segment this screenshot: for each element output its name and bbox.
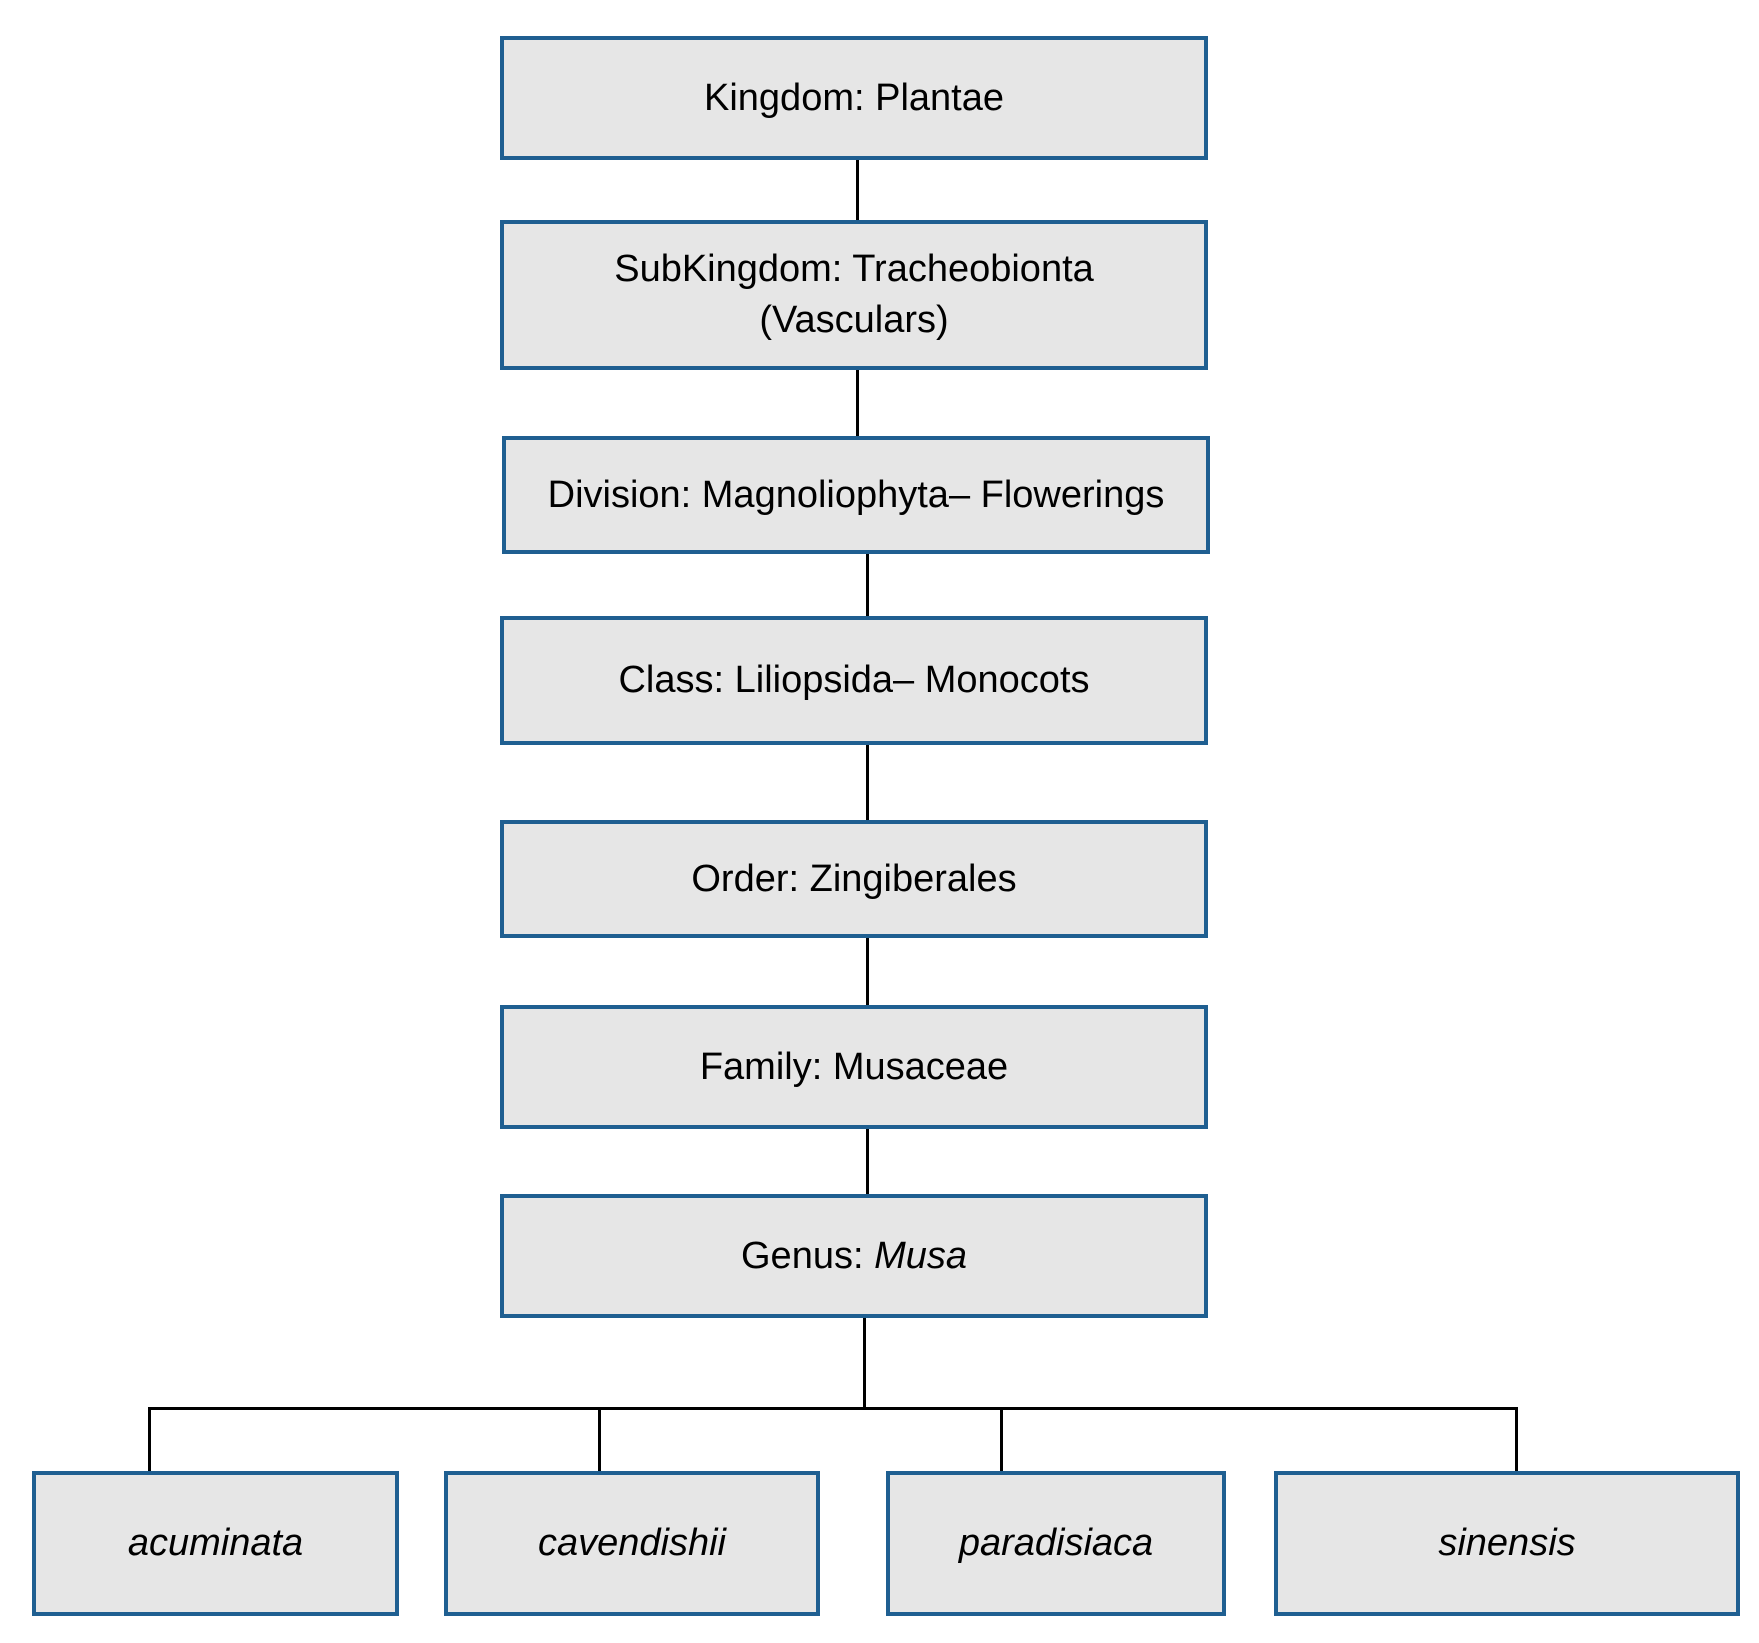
division-label: Division: Magnoliophyta– Flowerings: [547, 473, 1165, 516]
connector-species-cavendishii: [598, 1407, 601, 1471]
connector-genus-branch: [863, 1318, 866, 1410]
connector-species-acuminata: [148, 1407, 151, 1471]
order-node: Order: Zingiberales: [500, 820, 1208, 938]
kingdom-node: Kingdom: Plantae: [500, 36, 1208, 160]
connector-kingdom-subkingdom: [856, 160, 859, 220]
order-label: Order: Zingiberales: [691, 857, 1017, 900]
connector-species-branch: [148, 1407, 1518, 1410]
species-label: acuminata: [127, 1522, 304, 1564]
genus-name: Musa: [874, 1234, 967, 1277]
genus-label: Genus: Musa: [741, 1231, 967, 1282]
species-node-sinensis: sinensis: [1274, 1471, 1740, 1616]
genus-prefix: Genus:: [741, 1234, 875, 1277]
species-label: cavendishii: [538, 1522, 726, 1564]
connector-species-sinensis: [1515, 1407, 1518, 1471]
subkingdom-label: SubKingdom: Tracheobionta (Vasculars): [614, 248, 1094, 341]
subkingdom-node: SubKingdom: Tracheobionta (Vasculars): [500, 220, 1208, 370]
class-label: Class: Liliopsida– Monocots: [618, 659, 1090, 701]
connector-order-family: [866, 938, 869, 1005]
genus-node: Genus: Musa: [500, 1194, 1208, 1318]
species-label: paradisiaca: [958, 1522, 1154, 1564]
species-label: sinensis: [1438, 1522, 1576, 1564]
connector-species-paradisiaca: [1000, 1407, 1003, 1471]
connector-subkingdom-division: [856, 370, 859, 436]
division-node: Division: Magnoliophyta– Flowerings: [502, 436, 1210, 554]
connector-class-order: [866, 745, 869, 820]
species-node-cavendishii: cavendishii: [444, 1471, 820, 1616]
family-label: Family: Musaceae: [699, 1045, 1009, 1088]
kingdom-label: Kingdom: Plantae: [704, 76, 1004, 119]
family-node: Family: Musaceae: [500, 1005, 1208, 1129]
species-node-acuminata: acuminata: [32, 1471, 399, 1616]
species-node-paradisiaca: paradisiaca: [886, 1471, 1226, 1616]
connector-division-class: [866, 554, 869, 616]
class-node: Class: Liliopsida– Monocots: [500, 616, 1208, 745]
connector-family-genus: [866, 1129, 869, 1194]
